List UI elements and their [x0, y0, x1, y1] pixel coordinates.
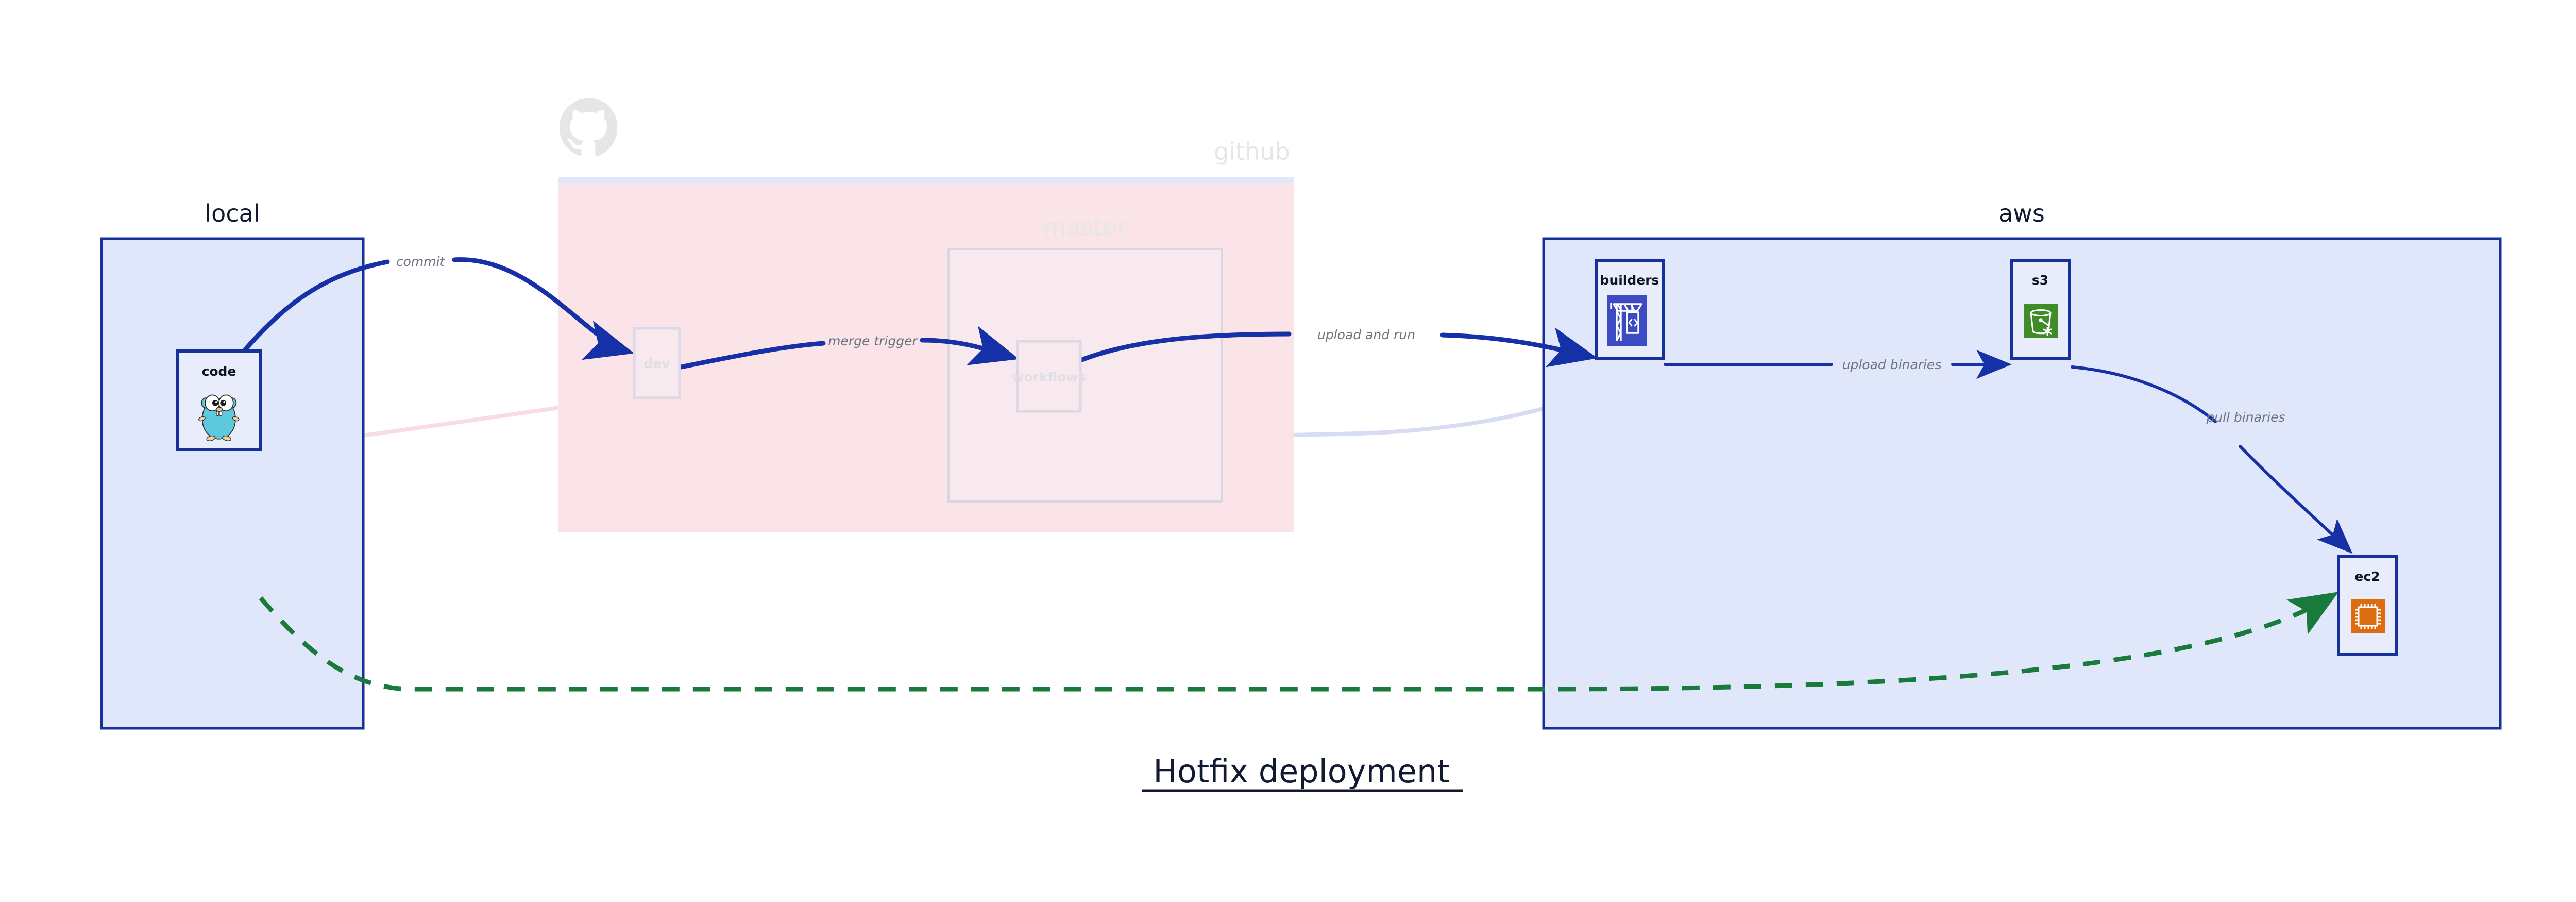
cluster-github-label: github: [1214, 138, 1290, 165]
cluster-local-box: [100, 237, 365, 730]
node-dev[interactable]: dev: [633, 327, 681, 399]
edge-upload-and-run-label: upload and run: [1317, 327, 1415, 342]
edge-pull-binaries: pull binaries: [2071, 365, 2353, 554]
cluster-aws-label: aws: [1998, 199, 2045, 227]
edge-merge-trigger-path: [679, 341, 826, 370]
caption-label: Hotfix deployment: [1153, 753, 1449, 790]
edge-merge-trigger-label: merge trigger: [828, 333, 918, 348]
edge-upload-binaries-label: upload binaries: [1842, 357, 1942, 372]
aws-codebuild-icon: [1607, 295, 1647, 346]
edge-pull-binaries-path: [2071, 365, 2217, 423]
node-ec2-label: ec2: [2354, 569, 2380, 584]
edge-upload-and-run-path-2: [1440, 327, 1598, 368]
caption: Hotfix deployment: [1142, 753, 1463, 792]
node-builders[interactable]: builders: [1595, 259, 1665, 360]
subcluster-master: master: [947, 213, 1223, 503]
aws-s3-glacier-icon: [2024, 304, 2058, 338]
node-workflows-box[interactable]: [1016, 340, 1082, 413]
cluster-local: local: [100, 199, 365, 730]
edge-commit-path: [240, 259, 390, 356]
cluster-local-label: local: [205, 199, 260, 227]
node-dev-label: dev: [643, 356, 670, 371]
edge-merge-trigger: merge trigger: [679, 326, 1019, 370]
edge-upload-and-run: upload and run: [1079, 327, 1598, 368]
edge-hotfix-direct-path: [259, 592, 2339, 692]
node-code[interactable]: code: [176, 349, 262, 451]
go-gopher-icon: [198, 394, 240, 441]
edge-pull-binaries-path-2: [2239, 445, 2353, 554]
cluster-github: github master: [558, 98, 1294, 532]
edge-upload-binaries: upload binaries: [1664, 349, 2012, 379]
node-builders-label: builders: [1600, 273, 1659, 288]
edge-upload-and-run-path: [1079, 331, 1292, 362]
edge-commit-path-2: [452, 257, 634, 360]
node-s3[interactable]: s3: [2010, 259, 2071, 360]
node-workflows-label: workflows: [1012, 370, 1086, 385]
edge-merge-trigger-path-2: [920, 326, 1019, 365]
subcluster-master-label: master: [1043, 213, 1127, 241]
edge-layer: commit merge trigger upload and run uplo…: [240, 254, 2353, 692]
node-dev-box[interactable]: [633, 327, 681, 399]
subcluster-master-box: [947, 248, 1223, 503]
node-ec2[interactable]: ec2: [2337, 555, 2398, 656]
node-workflows[interactable]: workflows: [1012, 340, 1086, 413]
edge-pull-binaries-label: pull binaries: [2206, 410, 2285, 425]
github-octocat-icon: [559, 98, 618, 156]
edge-commit: commit: [240, 254, 634, 360]
node-code-label: code: [202, 364, 236, 379]
node-s3-label: s3: [2032, 273, 2048, 288]
edge-commit-label: commit: [396, 254, 446, 269]
aws-ec2-icon: [2351, 599, 2385, 633]
